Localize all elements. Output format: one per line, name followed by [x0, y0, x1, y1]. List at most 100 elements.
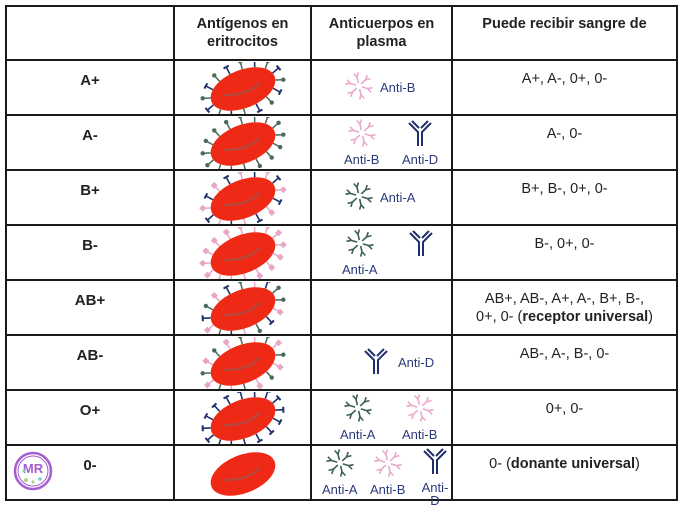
antigens-cell — [174, 335, 311, 390]
antigen-a-mark — [277, 144, 281, 148]
receive-text-line2: 0+, 0- ( — [476, 309, 522, 325]
cell-body — [204, 172, 281, 224]
table-row: O+ Anti-A Anti-B 0+, 0- — [6, 390, 677, 445]
antigen-a-mark — [281, 132, 285, 136]
antigen-b-mark — [222, 228, 229, 235]
antigen-b-mark — [242, 332, 249, 333]
anti-a-antibody-icon — [325, 448, 355, 478]
antibody-label: Anti-B — [380, 80, 415, 95]
blood-type-label: A+ — [80, 72, 100, 89]
antigen-b-mark — [276, 308, 283, 315]
antigen-d-mark — [226, 397, 230, 404]
antibodies-cell: Anti-A — [311, 225, 452, 280]
antigen-d-mark — [204, 83, 207, 88]
antibody-item: Anti-B — [402, 393, 437, 441]
blood-type-label: A- — [82, 127, 98, 144]
antibody-item: Anti-B — [370, 448, 405, 496]
antigen-d-mark — [266, 316, 271, 322]
anti-d-antibody-icon — [421, 446, 449, 476]
anti-a-antibody-icon — [345, 228, 375, 258]
antibody-label: Anti-D — [419, 481, 451, 507]
red-blood-cell-icon — [188, 62, 298, 114]
antigen-d-mark — [218, 439, 220, 444]
blood-type-label: B- — [82, 237, 98, 254]
antibody-label: Anti-D — [402, 153, 438, 166]
antigen-b-mark — [279, 186, 286, 193]
cell-body — [204, 227, 281, 279]
antigen-d-mark — [204, 193, 207, 198]
antigen-d-mark — [257, 439, 262, 442]
antigen-b-mark — [264, 227, 271, 230]
antigen-a-mark — [265, 337, 269, 338]
antibody-item: Anti-B — [344, 118, 379, 166]
antibodies-cell: Anti-A Anti-B — [311, 390, 452, 445]
antigen-b-mark — [264, 172, 271, 175]
antigen-a-mark — [281, 297, 285, 301]
antigen-b-mark — [214, 278, 221, 279]
receive-text: 0+, 0- — [546, 401, 583, 417]
antigen-a-mark — [257, 163, 261, 167]
antigen-a-mark — [200, 151, 204, 155]
header-empty — [6, 6, 174, 60]
antigen-d-mark — [272, 67, 278, 72]
antigen-a-mark — [218, 164, 220, 169]
antigen-d-mark — [204, 413, 207, 418]
antigen-d-mark — [257, 109, 262, 112]
antibody-item: Anti-A — [322, 448, 357, 496]
antigen-b-mark — [214, 223, 221, 224]
antigen-b-mark — [243, 273, 245, 278]
antigen-a-mark — [269, 155, 273, 159]
antigen-d-mark — [278, 199, 281, 204]
antibody-item: Anti-B — [344, 71, 374, 106]
antigen-b-mark — [202, 247, 209, 254]
antibodies-cell: Anti-B Anti-D — [311, 115, 452, 170]
blood-type-label: O+ — [80, 402, 100, 419]
blood-type-cell: AB+ — [6, 280, 174, 335]
antigen-a-mark — [237, 62, 241, 64]
red-blood-cell-icon — [188, 337, 298, 389]
cell-body — [204, 447, 281, 499]
antigen-d-mark — [265, 282, 267, 289]
anti-b-antibody-icon — [344, 71, 374, 101]
blood-type-cell: 0- MR — [6, 445, 174, 500]
antigen-a-mark — [218, 109, 220, 114]
red-blood-cell-icon — [188, 392, 298, 444]
antibody-item: Anti-A — [340, 393, 375, 441]
antigen-a-mark — [281, 352, 285, 356]
antigen-b-mark — [243, 328, 245, 333]
cell-body — [204, 337, 281, 389]
antigens-cell — [174, 60, 311, 115]
antigen-a-mark — [237, 282, 241, 284]
blood-type-cell: A- — [6, 115, 174, 170]
blood-type-cell: O+ — [6, 390, 174, 445]
antigen-a-mark — [281, 77, 285, 81]
antigen-a-mark — [243, 108, 245, 113]
anti-d-antibody-icon — [406, 118, 434, 148]
antigens-cell — [174, 115, 311, 170]
antibody-label: Anti-A — [322, 483, 357, 496]
blood-type-cell: B+ — [6, 170, 174, 225]
antibody-label: Anti-A — [340, 428, 375, 441]
receive-note: donante universal — [511, 456, 635, 472]
red-blood-cell-icon — [188, 447, 298, 499]
anti-d-antibody-icon — [407, 228, 435, 258]
receive-close: ) — [648, 309, 653, 325]
antibodies-cell: Anti-A — [311, 170, 452, 225]
antigen-a-mark — [218, 384, 220, 389]
antibody-label: Anti-B — [344, 153, 379, 166]
antigen-d-mark — [266, 426, 271, 432]
table-row: AB+AB+, AB-, A+, A-, B+, B-,0+, 0- (rece… — [6, 280, 677, 335]
antigen-d-mark — [223, 395, 228, 398]
can-receive-cell: A+, A-, 0+, 0- — [452, 60, 677, 115]
mr-logo-icon: MR — [13, 451, 53, 491]
antigens-cell — [174, 170, 311, 225]
red-blood-cell-icon — [188, 117, 298, 169]
antigen-d-mark — [273, 418, 280, 422]
antibody-item: Anti-A — [344, 181, 374, 216]
